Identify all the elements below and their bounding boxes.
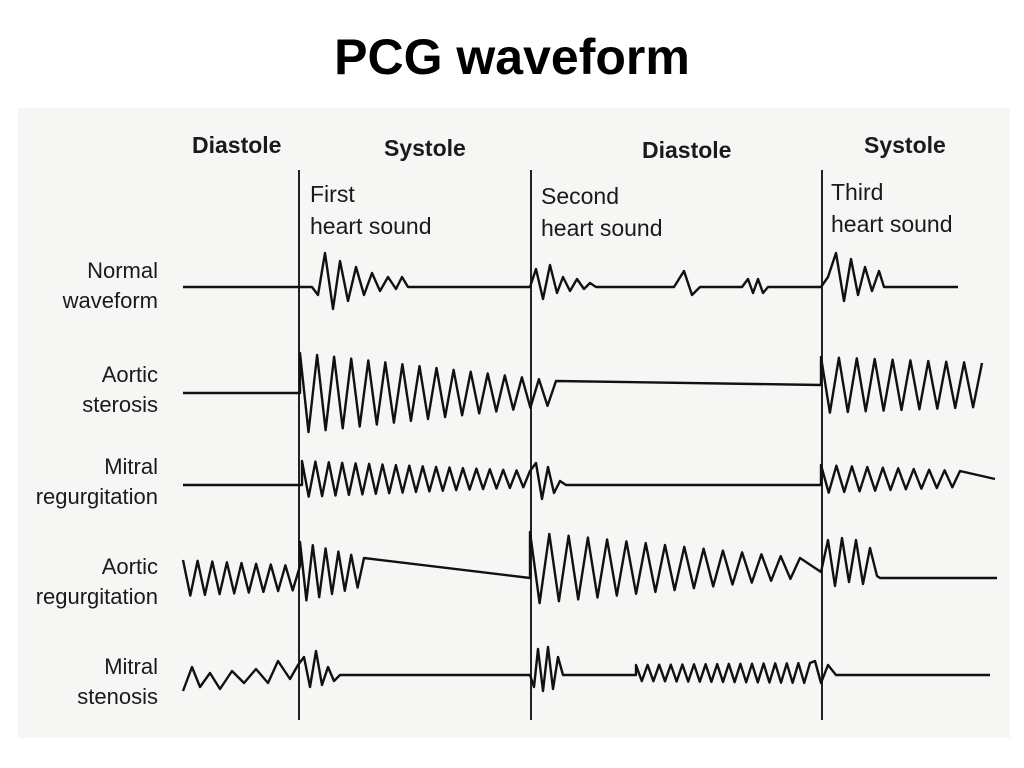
- third-heart-sound-line2: heart sound: [831, 211, 953, 237]
- boundary-line-first-sound: [298, 170, 300, 720]
- second-heart-sound-label: Second heart sound: [541, 180, 662, 244]
- row-label-line1: Aortic: [101, 554, 158, 579]
- row-label-aortic-sterosis: Aortic sterosis: [8, 360, 158, 420]
- diagram-panel: [18, 108, 1010, 738]
- phase-label-diastole-2: Diastole: [642, 137, 732, 163]
- boundary-line-second-sound: [530, 170, 532, 720]
- page-title: PCG waveform: [334, 29, 690, 85]
- row-label-line2: sterosis: [82, 392, 158, 417]
- first-heart-sound-line2: heart sound: [310, 213, 432, 239]
- row-label-line2: stenosis: [77, 684, 158, 709]
- row-label-line1: Aortic: [101, 362, 158, 387]
- row-label-mitral-stenosis: Mitral stenosis: [8, 652, 158, 712]
- trace-normal-waveform: [183, 251, 958, 311]
- row-label-mitral-regurgitation: Mitral regurgitation: [8, 452, 158, 512]
- row-label-line1: Mitral: [104, 454, 158, 479]
- second-heart-sound-line1: Second: [541, 183, 620, 209]
- third-heart-sound-label: Third heart sound: [831, 176, 952, 240]
- trace-mitral-stenosis: [181, 645, 990, 693]
- second-heart-sound-line2: heart sound: [541, 215, 663, 241]
- row-label-line2: regurgitation: [35, 484, 158, 509]
- row-label-line2: regurgitation: [35, 584, 158, 609]
- first-heart-sound-line1: First: [310, 181, 355, 207]
- trace-aortic-regurgitation: [181, 530, 997, 605]
- row-label-line1: Mitral: [104, 654, 158, 679]
- phase-label-systole-1: Systole: [384, 135, 466, 161]
- row-label-aortic-regurgitation: Aortic regurgitation: [8, 552, 158, 612]
- row-label-line1: Normal: [87, 258, 158, 283]
- phase-label-diastole-1: Diastole: [192, 132, 282, 158]
- third-heart-sound-line1: Third: [831, 179, 884, 205]
- boundary-line-third-sound: [821, 170, 823, 720]
- row-label-normal-waveform: Normal waveform: [8, 256, 158, 316]
- row-label-line2: waveform: [62, 288, 158, 313]
- trace-mitral-regurgitation: [183, 459, 996, 501]
- trace-aortic-sterosis: [183, 351, 984, 434]
- phase-label-systole-2: Systole: [864, 132, 946, 158]
- first-heart-sound-label: First heart sound: [310, 178, 431, 242]
